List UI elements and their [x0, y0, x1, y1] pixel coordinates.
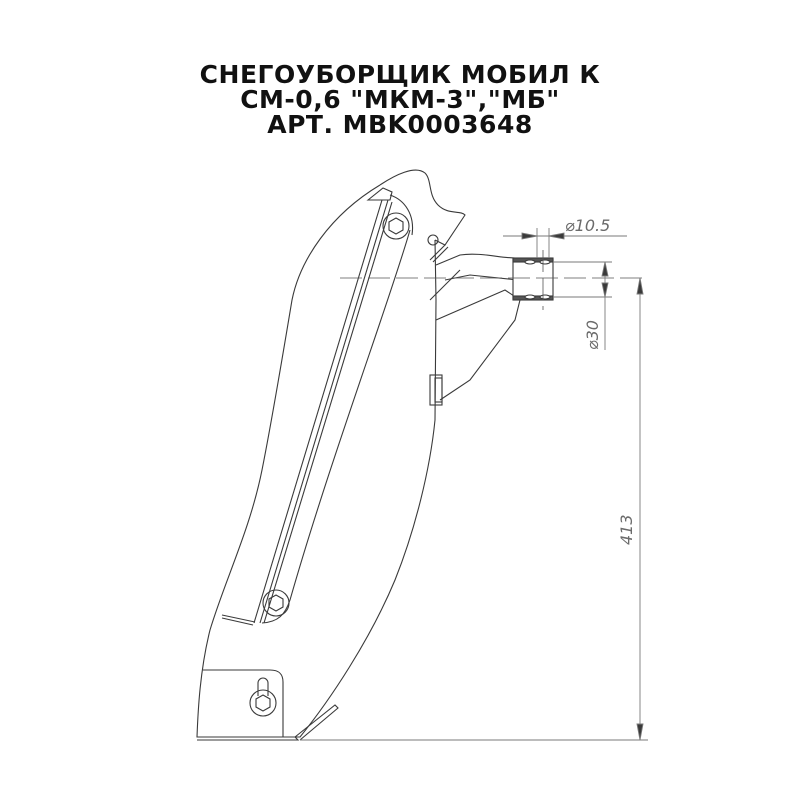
mount-tube [512, 257, 554, 301]
title-line-1: СНЕГОУБОРЩИК МОБИЛ К [199, 60, 601, 89]
title-line-2: СМ-0,6 "МКМ-3","МБ" [240, 85, 560, 114]
dimension-height: 413 [617, 514, 636, 545]
snow-plow-outline [196, 169, 521, 741]
dimension-lines [300, 228, 648, 741]
title-line-3: АРТ. MBK0003648 [267, 110, 533, 139]
dimension-hole-diameter: ⌀10.5 [565, 216, 610, 235]
middle-bolt-icon [262, 589, 290, 617]
dimension-tube-diameter: ⌀30 [583, 320, 602, 350]
bottom-bolt-icon [249, 677, 277, 717]
bolts [249, 212, 410, 717]
top-bolt-icon [382, 212, 410, 240]
drawing-title: СНЕГОУБОРЩИК МОБИЛ К СМ-0,6 "МКМ-3","МБ"… [0, 62, 800, 137]
center-lines [340, 250, 645, 310]
